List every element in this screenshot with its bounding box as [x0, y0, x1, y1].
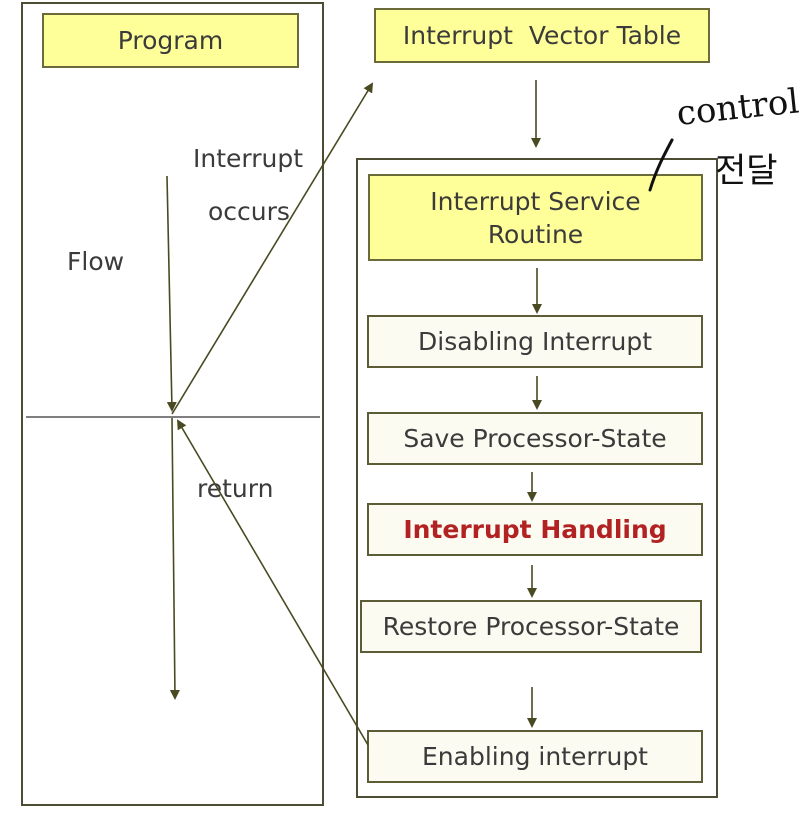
handwritten-pointer-stroke	[648, 138, 674, 192]
return-label: return	[197, 474, 274, 503]
enabling-interrupt-box: Enabling interrupt	[367, 730, 703, 783]
interrupt-handling-label: Interrupt Handling	[403, 515, 667, 544]
return-arrow	[176, 419, 369, 746]
isr-box: Interrupt Service Routine	[368, 174, 703, 261]
restore-processor-state-label: Restore Processor-State	[382, 612, 680, 641]
program-title: Program	[117, 26, 224, 55]
flow-arrow-top	[166, 175, 177, 412]
enabling-interrupt-label: Enabling interrupt	[422, 742, 648, 771]
handwritten-korean: 전달	[715, 151, 778, 191]
isr-line1: Interrupt Service	[430, 186, 641, 216]
interrupt-occurs-arrow	[171, 82, 374, 415]
interrupt-vector-table-title: Interrupt Vector Table	[402, 21, 682, 50]
interrupt-label: Interrupt	[193, 144, 304, 173]
occurs-label: occurs	[208, 197, 290, 226]
save-processor-state-box: Save Processor-State	[367, 412, 703, 465]
interrupt-vector-table-box: Interrupt Vector Table	[374, 8, 710, 63]
program-box: Program	[42, 13, 299, 68]
program-panel	[21, 2, 324, 806]
disabling-interrupt-box: Disabling Interrupt	[367, 315, 703, 368]
flow-arrow-bottom	[169, 417, 180, 700]
handwritten-control: control	[675, 81, 801, 134]
flow-label: Flow	[67, 247, 125, 276]
restore-processor-state-box: Restore Processor-State	[360, 600, 702, 653]
disabling-interrupt-label: Disabling Interrupt	[418, 327, 652, 356]
interrupt-handling-box: Interrupt Handling	[367, 503, 703, 556]
save-processor-state-label: Save Processor-State	[403, 424, 667, 453]
isr-panel	[356, 158, 718, 798]
isr-line2: Routine	[487, 219, 584, 249]
